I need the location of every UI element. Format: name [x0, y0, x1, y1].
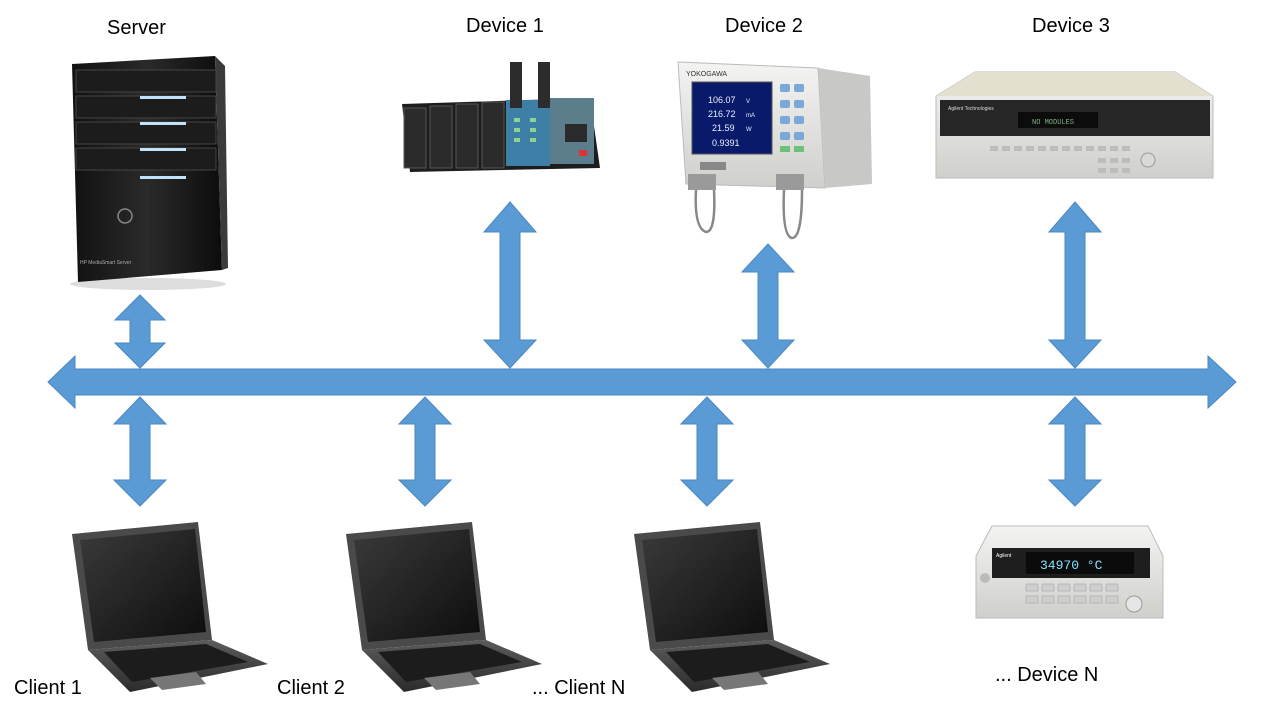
svg-text:106.07: 106.07 — [708, 95, 736, 105]
svg-text:mA: mA — [746, 113, 755, 119]
device2-meter-image: YOKOGAWA 106.07 216.72 21.59 0.9391 V mA… — [677, 61, 872, 240]
deviceN-daq-image: 34970 °C Agilent — [975, 525, 1164, 619]
svg-text:NO MODULES: NO MODULES — [1032, 119, 1074, 127]
device1-rack-image — [402, 62, 600, 172]
clientN-label: ... Client N — [532, 677, 626, 699]
server-label: Server — [107, 17, 166, 39]
network-bus-arrow — [47, 354, 1237, 410]
device2-label: Device 2 — [725, 15, 803, 37]
svg-text:W: W — [746, 127, 752, 133]
device3-label: Device 3 — [1032, 15, 1110, 37]
clientN-link-arrow — [679, 396, 735, 507]
svg-text:34970 °C: 34970 °C — [1040, 558, 1103, 573]
client1-label: Client 1 — [14, 677, 82, 699]
clientN-laptop-image — [634, 522, 830, 692]
client1-laptop-image — [72, 522, 268, 692]
client2-label: Client 2 — [277, 677, 345, 699]
client2-link-arrow — [397, 396, 453, 507]
device2-link-arrow — [740, 243, 796, 369]
svg-text:V: V — [746, 99, 750, 105]
device1-link-arrow — [482, 201, 538, 369]
deviceN-link-arrow — [1047, 396, 1103, 507]
svg-text:Agilent Technologies: Agilent Technologies — [948, 106, 994, 112]
deviceN-label: ... Device N — [995, 664, 1099, 686]
client2-laptop-image — [346, 522, 542, 692]
svg-text:YOKOGAWA: YOKOGAWA — [686, 71, 727, 78]
device1-label: Device 1 — [466, 15, 544, 37]
svg-text:0.9391: 0.9391 — [712, 138, 740, 148]
svg-text:21.59: 21.59 — [712, 123, 735, 133]
client1-link-arrow — [112, 396, 168, 507]
server-link-arrow — [113, 294, 167, 369]
server-tower-image: HP MediaSmart Server — [70, 56, 228, 290]
svg-text:216.72: 216.72 — [708, 109, 736, 119]
svg-text:Agilent: Agilent — [996, 553, 1012, 559]
device3-switch-unit-image: NO MODULES Agilent Technologies — [935, 71, 1214, 179]
svg-text:HP MediaSmart Server: HP MediaSmart Server — [80, 260, 132, 266]
device3-link-arrow — [1047, 201, 1103, 369]
